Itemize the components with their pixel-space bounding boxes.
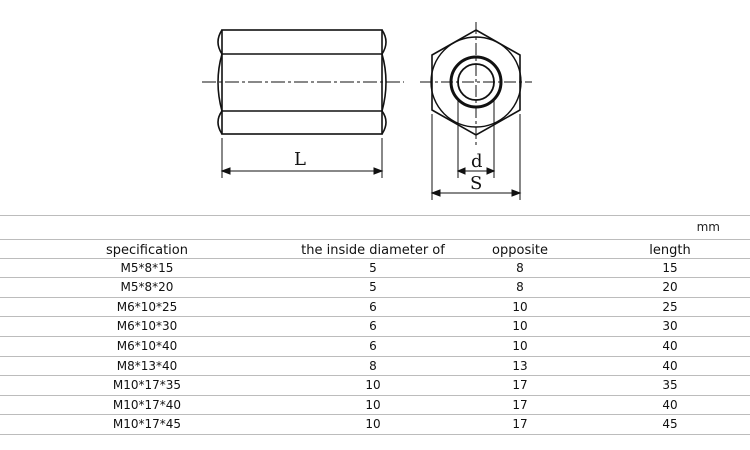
diameter-dimension — [456, 100, 496, 178]
table-cell: 8 — [516, 261, 524, 275]
table-cell: 20 — [662, 280, 678, 294]
table-cell: M5*8*15 — [120, 261, 174, 275]
length-label: L — [294, 149, 306, 170]
table-cell: 6 — [369, 319, 377, 333]
unit-label: mm — [696, 220, 720, 234]
table-rule — [0, 414, 750, 415]
table-cell: 17 — [512, 378, 528, 392]
table-cell: 8 — [369, 359, 377, 373]
table-cell: M6*10*30 — [116, 319, 178, 333]
table-row: M5*8*20 5 8 20 — [0, 278, 750, 297]
table-rule — [0, 277, 750, 278]
table-row: M10*17*40 10 17 40 — [0, 396, 750, 415]
table-cell: 17 — [512, 398, 528, 412]
table-header-cell: the inside diameter of — [301, 243, 445, 258]
table-row: M5*8*15 5 8 15 — [0, 259, 750, 278]
table-cell: 10 — [512, 339, 528, 353]
table-header-cell: specification — [106, 243, 188, 258]
table-cell: 8 — [516, 280, 524, 294]
table-rule — [0, 297, 750, 298]
table-cell: M5*8*20 — [120, 280, 174, 294]
table-cell: M10*17*35 — [112, 378, 182, 392]
table-rule — [0, 356, 750, 357]
table-cell: 10 — [365, 398, 381, 412]
table-rule — [0, 434, 750, 435]
table-rule — [0, 316, 750, 317]
length-dimension — [220, 138, 384, 178]
table-row: M8*13*40 8 13 40 — [0, 357, 750, 376]
table-header-cell: length — [649, 243, 691, 258]
table-row: M10*17*35 10 17 35 — [0, 376, 750, 395]
table-row: M10*17*45 10 17 45 — [0, 415, 750, 434]
table-cell: 17 — [512, 417, 528, 431]
table-cell: M10*17*45 — [112, 417, 182, 431]
table-cell: 40 — [662, 398, 678, 412]
table-rule — [0, 258, 750, 259]
table-cell: 10 — [365, 417, 381, 431]
table-rule — [0, 395, 750, 396]
table-cell: M6*10*40 — [116, 339, 178, 353]
end-view-center-lines — [420, 22, 532, 145]
table-rule — [0, 239, 750, 240]
table-rule — [0, 336, 750, 337]
table-cell: 13 — [512, 359, 528, 373]
table-cell: 5 — [369, 280, 377, 294]
table-cell: M8*13*40 — [116, 359, 178, 373]
table-cell: 40 — [662, 339, 678, 353]
table-cell: 45 — [662, 417, 678, 431]
table-cell: 6 — [369, 300, 377, 314]
opposite-label: S — [470, 173, 482, 194]
table-cell: 15 — [662, 261, 678, 275]
table-cell: 10 — [365, 378, 381, 392]
opposite-dimension — [430, 114, 522, 200]
table-cell: 10 — [512, 300, 528, 314]
table-header-row: specification the inside diameter of oppos… — [0, 241, 750, 260]
hex-nut-technical-drawing: L d S — [202, 22, 532, 200]
table-rule — [0, 215, 750, 216]
table-cell: 6 — [369, 339, 377, 353]
table-cell: 30 — [662, 319, 678, 333]
table-cell: 35 — [662, 378, 678, 392]
table-cell: 5 — [369, 261, 377, 275]
table-cell: 25 — [662, 300, 678, 314]
table-rule — [0, 375, 750, 376]
table-cell: 40 — [662, 359, 678, 373]
table-row: M6*10*25 6 10 25 — [0, 298, 750, 317]
table-cell: 10 — [512, 319, 528, 333]
table-row: M6*10*40 6 10 40 — [0, 337, 750, 356]
table-cell: M10*17*40 — [112, 398, 182, 412]
table-cell: M6*10*25 — [116, 300, 178, 314]
diameter-label: d — [471, 151, 483, 172]
table-row: M6*10*30 6 10 30 — [0, 317, 750, 336]
table-header-cell: opposite — [492, 243, 548, 258]
